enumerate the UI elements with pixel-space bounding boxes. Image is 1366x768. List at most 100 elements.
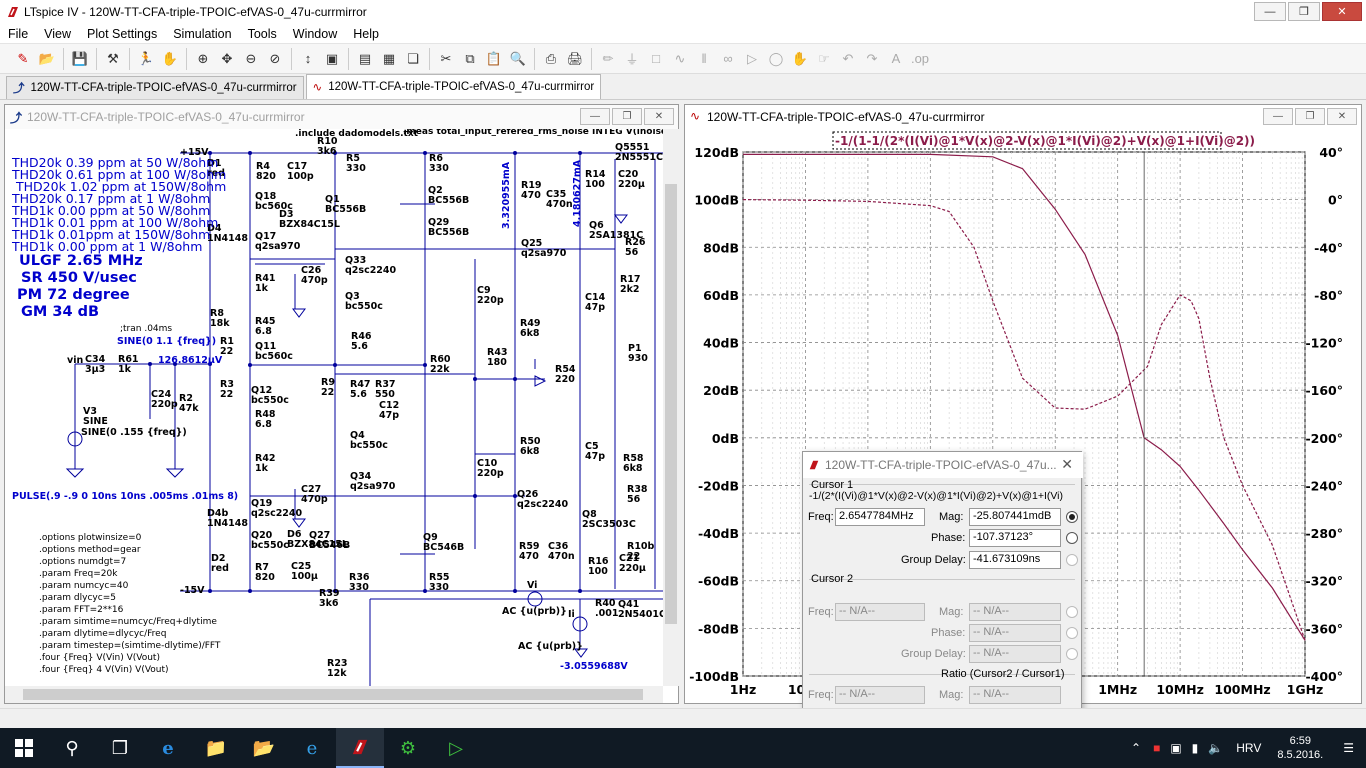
resistor-icon[interactable]: ∿ xyxy=(674,50,686,66)
volume-icon[interactable]: 🔈 xyxy=(1208,741,1224,755)
zoom-out-icon[interactable]: ⊖ xyxy=(245,50,257,66)
menu-help[interactable]: Help xyxy=(353,26,379,41)
zoom-cancel-icon[interactable]: ⊘ xyxy=(269,50,281,66)
clock[interactable]: 6:59 8.5.2016. xyxy=(1277,735,1324,761)
cursor2-mag-field[interactable]: -- N/A-- xyxy=(969,603,1061,621)
schematic-titlebar[interactable]: ⤴ 120W-TT-CFA-triple-TPOIC-efVAS-0_47u-c… xyxy=(5,105,678,129)
folder-icon[interactable]: 📂 xyxy=(252,737,276,758)
chevron-up-icon[interactable]: ⌃ xyxy=(1131,741,1142,755)
app-circuit-icon[interactable]: ▷ xyxy=(449,737,463,758)
cursor2-mag-radio[interactable] xyxy=(1066,606,1078,618)
fit-icon[interactable]: ▣ xyxy=(325,50,339,66)
edge-browser-icon[interactable]: e xyxy=(162,737,174,759)
paste-icon[interactable]: 📋 xyxy=(485,50,503,66)
start-button[interactable] xyxy=(0,728,48,768)
cursor1-phase-radio[interactable] xyxy=(1066,532,1078,544)
ratio-mag-field[interactable]: -- N/A-- xyxy=(969,686,1061,704)
schematic-vscrollbar[interactable] xyxy=(663,129,679,686)
ratio-freq-field[interactable]: -- N/A-- xyxy=(835,686,925,704)
ground-icon[interactable]: ⏚ xyxy=(625,52,639,67)
cursor1-mag-radio[interactable] xyxy=(1066,511,1078,523)
menu-view[interactable]: View xyxy=(44,26,72,41)
tab-waveform[interactable]: ∿ 120W-TT-CFA-triple-TPOIC-efVAS-0_47u-c… xyxy=(305,74,602,99)
network-icon[interactable]: ▣ xyxy=(1170,741,1182,755)
plot-titlebar[interactable]: ∿ 120W-TT-CFA-triple-TPOIC-efVAS-0_47u-c… xyxy=(685,105,1361,129)
cursor-dialog-titlebar[interactable]: 120W-TT-CFA-triple-TPOIC-efVAS-0_47u... … xyxy=(803,452,1083,478)
language-indicator[interactable]: HRV xyxy=(1236,741,1262,755)
label-net-icon[interactable]: □ xyxy=(652,51,660,66)
menu-file[interactable]: File xyxy=(8,26,29,41)
capacitor-icon[interactable]: ‖ xyxy=(701,51,707,66)
print-icon[interactable]: 🖨 xyxy=(566,50,584,66)
schematic-restore-button[interactable]: ❐ xyxy=(612,108,642,125)
halt-icon[interactable]: ✋ xyxy=(161,50,179,66)
save-icon[interactable]: 💾 xyxy=(71,50,89,66)
cursor2-phase-radio[interactable] xyxy=(1066,627,1078,639)
tile-horizontal-icon[interactable]: ▤ xyxy=(358,50,372,66)
plot-close-button[interactable]: ✕ xyxy=(1327,108,1357,125)
pan-icon[interactable]: ✥ xyxy=(221,50,233,66)
find-icon[interactable]: 🔍 xyxy=(509,50,527,66)
restore-button[interactable]: ❐ xyxy=(1288,2,1320,21)
internet-explorer-icon[interactable]: e xyxy=(306,737,318,759)
control-panel-icon[interactable]: ⚒ xyxy=(107,50,119,66)
component-icon[interactable]: ◯ xyxy=(768,50,784,66)
close-button[interactable]: ✕ xyxy=(1322,2,1362,21)
new-schematic-icon[interactable]: ✎ xyxy=(17,50,29,66)
tray-app-icon[interactable]: ■ xyxy=(1153,741,1161,755)
cursor1-freq-field[interactable]: 2.6547784MHz xyxy=(835,508,925,526)
cursor1-group-delay-radio[interactable] xyxy=(1066,554,1078,566)
move-icon[interactable]: ✋ xyxy=(791,50,809,66)
minimize-button[interactable]: — xyxy=(1254,2,1286,21)
autorange-icon[interactable]: ↕ xyxy=(304,51,312,66)
battery-icon[interactable]: ▮ xyxy=(1191,741,1199,755)
tile-vertical-icon[interactable]: ▦ xyxy=(382,50,396,66)
window-titlebar[interactable]: LTspice IV - 120W-TT-CFA-triple-TPOIC-ef… xyxy=(0,0,1366,24)
